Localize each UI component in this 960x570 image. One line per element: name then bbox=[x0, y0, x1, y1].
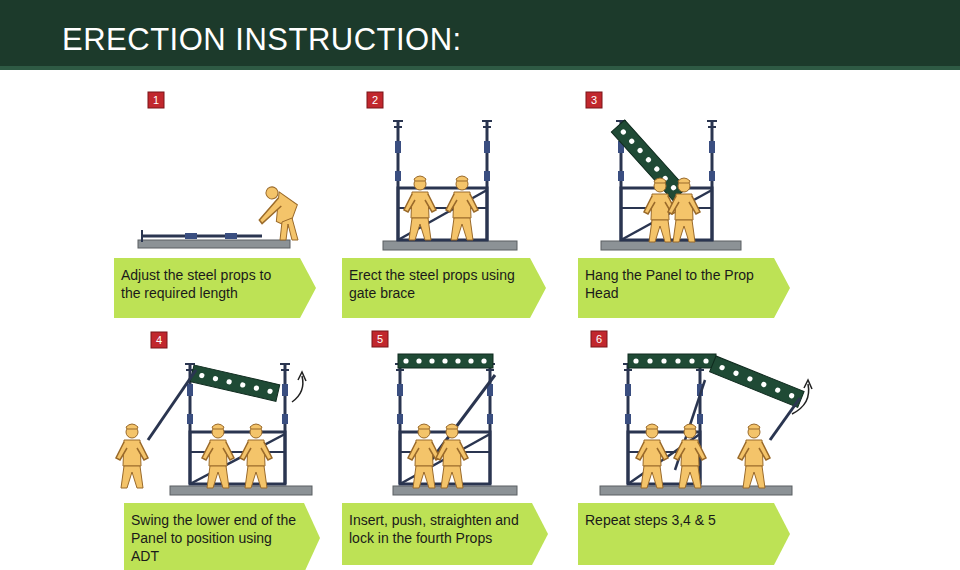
step-label-box: Repeat steps 3,4 & 5 bbox=[578, 503, 790, 565]
badge-fill bbox=[586, 92, 602, 108]
step-number-badge: 5 bbox=[372, 331, 388, 347]
step-label-box: Adjust the steel props to the required l… bbox=[114, 258, 316, 318]
badge-fill bbox=[151, 332, 167, 348]
step-text: Hang the Panel to the Prop Head bbox=[585, 266, 766, 302]
arrow-box-fill bbox=[342, 258, 546, 318]
badge-fill bbox=[148, 92, 164, 108]
badge-fill bbox=[372, 331, 388, 347]
step-number-badge: 3 bbox=[586, 92, 602, 108]
step-number: 4 bbox=[151, 332, 167, 348]
step-number-badge: 1 bbox=[148, 92, 164, 108]
title-band bbox=[0, 0, 960, 70]
step-text: Repeat steps 3,4 & 5 bbox=[585, 511, 766, 529]
badge-fill bbox=[367, 92, 383, 108]
step-label-box: Erect the steel props using gate brace bbox=[342, 258, 546, 318]
step-label-box: Hang the Panel to the Prop Head bbox=[578, 258, 790, 318]
step-number: 5 bbox=[372, 331, 388, 347]
step-number-badge: 4 bbox=[151, 332, 167, 348]
step-text: Insert, push, straighten and lock in the… bbox=[349, 511, 524, 547]
badge-fill bbox=[591, 331, 607, 347]
step-text: Swing the lower end of the Panel to posi… bbox=[131, 511, 296, 565]
arrow-box-fill bbox=[124, 503, 320, 570]
title-text: ERECTION INSTRUCTION: bbox=[62, 22, 462, 58]
step-number: 6 bbox=[591, 331, 607, 347]
step-label-box: Swing the lower end of the Panel to posi… bbox=[124, 503, 320, 570]
arrow-box-fill bbox=[578, 258, 790, 318]
arrow-box-fill bbox=[114, 258, 316, 318]
step-text: Adjust the steel props to the required l… bbox=[121, 266, 292, 302]
step-number: 3 bbox=[586, 92, 602, 108]
step-number: 1 bbox=[148, 92, 164, 108]
step-label-box: Insert, push, straighten and lock in the… bbox=[342, 503, 548, 565]
arrow-box-fill bbox=[578, 503, 790, 565]
step-number-badge: 6 bbox=[591, 331, 607, 347]
step-text: Erect the steel props using gate brace bbox=[349, 266, 522, 302]
step-number: 2 bbox=[367, 92, 383, 108]
arrow-box-fill bbox=[342, 503, 548, 565]
step-number-badge: 2 bbox=[367, 92, 383, 108]
